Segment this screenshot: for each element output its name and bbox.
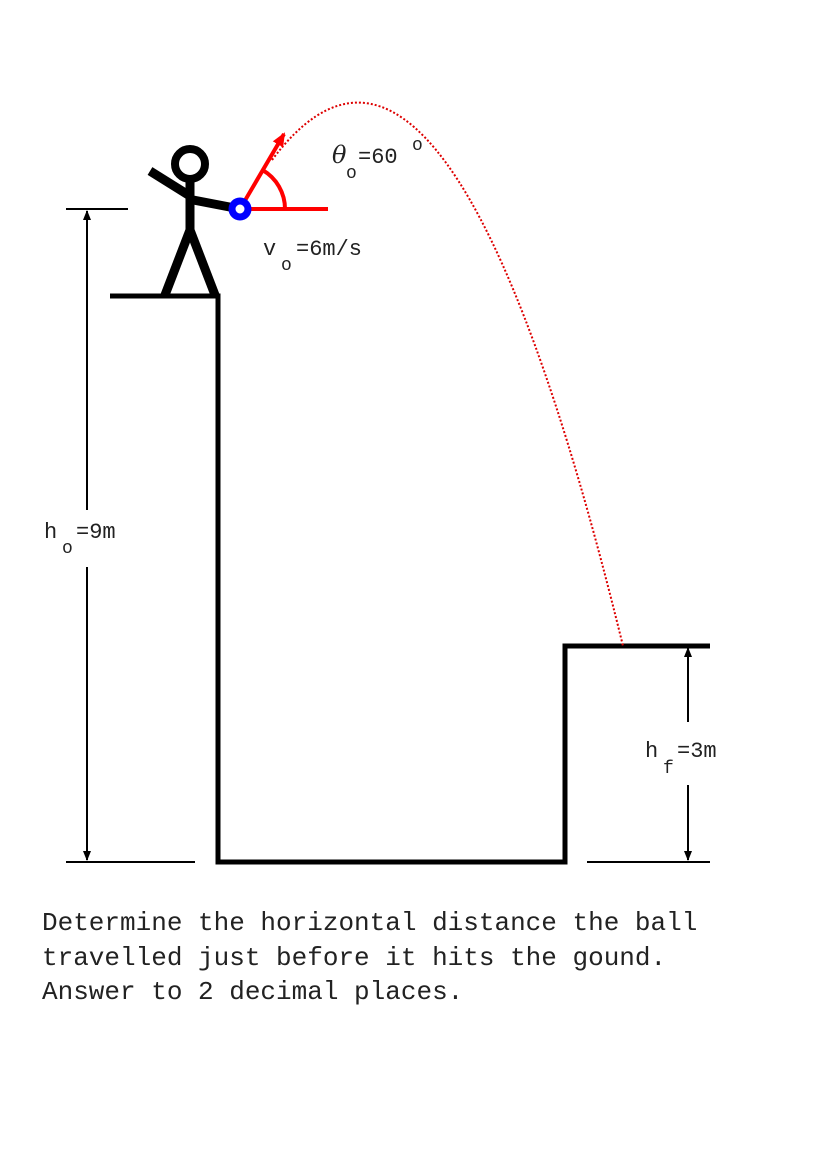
final-height-label: h f =3m	[645, 739, 717, 779]
svg-text:=3m: =3m	[677, 739, 717, 764]
svg-text:=60: =60	[358, 145, 398, 170]
question-text: Determine the horizontal distance the ba…	[42, 906, 697, 1010]
angle-label: θ o =60 o	[332, 136, 423, 184]
stick-figure	[147, 145, 241, 297]
launch-vector	[238, 132, 328, 211]
svg-text:h: h	[645, 739, 658, 764]
svg-text:v: v	[263, 237, 276, 262]
svg-text:o: o	[346, 164, 357, 184]
svg-text:f: f	[663, 759, 674, 779]
trajectory-path	[271, 101, 624, 647]
velocity-label: v o =6m/s	[263, 237, 362, 276]
svg-text:=6m/s: =6m/s	[296, 237, 362, 262]
initial-height-dimension	[66, 208, 195, 863]
final-height-dimension	[587, 647, 710, 863]
svg-text:h: h	[44, 520, 57, 545]
svg-text:=9m: =9m	[76, 520, 116, 545]
terrain	[110, 293, 710, 865]
initial-height-label: h o =9m	[44, 520, 116, 559]
question-line: Determine the horizontal distance the ba…	[42, 908, 698, 938]
ball	[228, 197, 252, 221]
question-line: travelled just before it hits the gound.	[42, 942, 667, 973]
svg-text:o: o	[62, 539, 73, 559]
svg-text:o: o	[281, 256, 292, 276]
question-line: Answer to 2 decimal places.	[42, 977, 464, 1007]
svg-text:o: o	[412, 136, 423, 156]
svg-text:θ: θ	[332, 141, 347, 169]
